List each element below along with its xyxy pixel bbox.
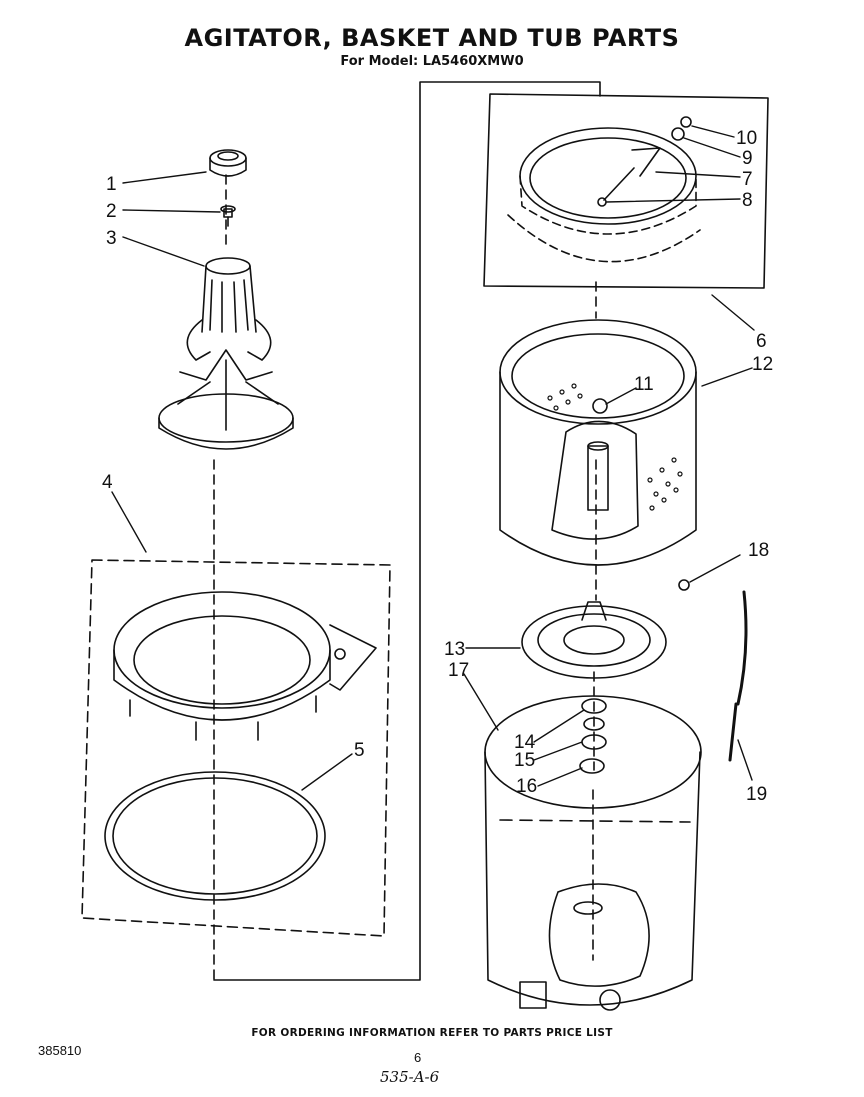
drain-hose-part xyxy=(728,590,748,762)
callout-11: 11 xyxy=(634,374,654,395)
callout-14: 14 xyxy=(514,732,536,753)
callout-9: 9 xyxy=(742,148,753,169)
connector-line xyxy=(213,81,601,981)
balance-ring-part xyxy=(507,127,701,263)
callout-5: 5 xyxy=(354,740,365,761)
leader-lines xyxy=(111,125,755,791)
ordering-info-note: FOR ORDERING INFORMATION REFER TO PARTS … xyxy=(251,1027,613,1039)
basket-fastener-part xyxy=(678,579,690,591)
wash-basket-part xyxy=(499,319,697,566)
callout-4: 4 xyxy=(102,472,113,493)
assembly-group-box-left xyxy=(81,559,391,937)
basket-nut-part xyxy=(592,398,608,414)
assembly-group-box-right xyxy=(483,93,769,289)
tub-gasket-part xyxy=(104,771,326,901)
callout-8: 8 xyxy=(742,190,753,211)
callout-2: 2 xyxy=(106,201,117,222)
basket-drive-part xyxy=(521,601,667,679)
callout-12: 12 xyxy=(752,354,773,375)
ring-hardware-parts xyxy=(597,116,692,207)
callout-16: 16 xyxy=(516,776,537,797)
tub-ring-part xyxy=(113,591,377,741)
callout-6: 6 xyxy=(756,331,767,352)
callout-10: 10 xyxy=(736,128,757,149)
document-number: 385810 xyxy=(38,1043,82,1058)
page-title: AGITATOR, BASKET AND TUB PARTS xyxy=(184,24,680,52)
page-number: 6 xyxy=(414,1050,422,1065)
callout-7: 7 xyxy=(742,169,753,190)
outer-tub-part xyxy=(484,695,702,1011)
alignment-lines xyxy=(213,174,597,981)
callout-17: 17 xyxy=(448,660,469,681)
model-number-label: For Model: LA5460XMW0 xyxy=(340,54,524,69)
callout-numbers: 1 2 3 4 5 6 7 8 9 10 11 12 13 14 15 16 1… xyxy=(102,128,773,805)
agitator-bolt-part xyxy=(220,205,236,227)
callout-3: 3 xyxy=(106,228,117,249)
callout-19: 19 xyxy=(746,784,767,805)
callout-15: 15 xyxy=(514,750,535,771)
callout-18: 18 xyxy=(748,540,769,561)
agitator-cap-part xyxy=(209,149,247,177)
agitator-part xyxy=(158,257,294,450)
callout-13: 13 xyxy=(444,639,465,660)
callout-1: 1 xyxy=(106,174,117,195)
handwritten-code: 535-A-6 xyxy=(380,1068,440,1086)
